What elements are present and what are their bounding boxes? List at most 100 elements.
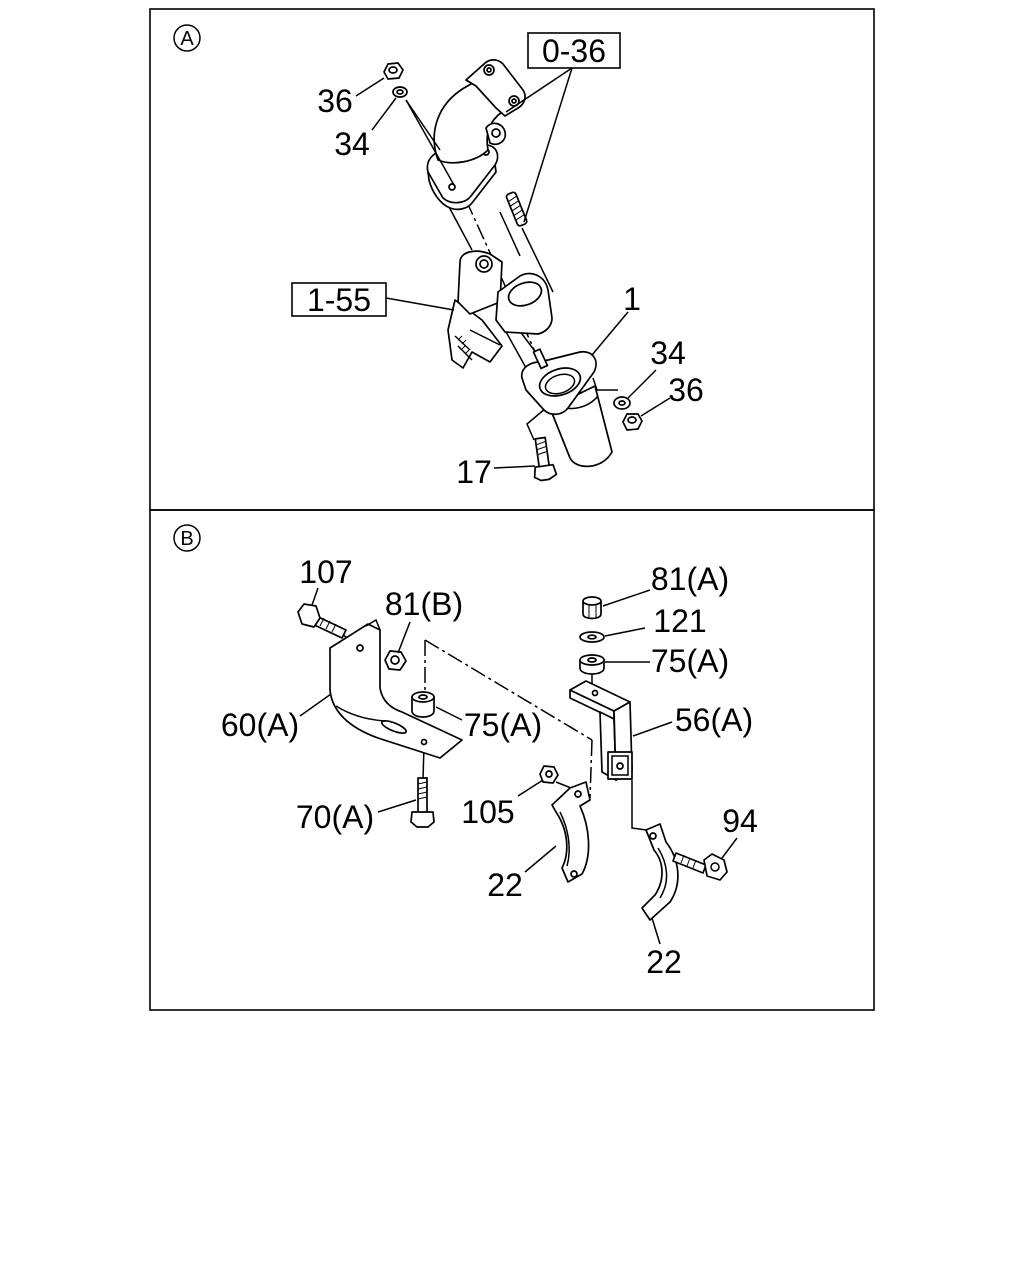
bracket-tab <box>365 618 381 631</box>
washer-upper <box>392 86 408 98</box>
bolt-17 <box>533 436 558 482</box>
panel-a-marker-letter: A <box>180 28 194 50</box>
leader-washer-lower <box>627 369 657 399</box>
bracket-block-hole <box>616 762 624 770</box>
leader-ref-upper <box>505 67 573 113</box>
leader-bolt <box>493 465 536 469</box>
panel-b-frame <box>149 509 875 1011</box>
bracket-hole <box>420 738 428 746</box>
leader-nut-clamp <box>517 779 544 797</box>
assembly-line <box>631 780 647 831</box>
leader-nut-right <box>602 589 651 607</box>
rubber-right <box>579 654 605 675</box>
nut-bore <box>388 66 398 74</box>
clamp-strap <box>641 823 679 921</box>
panel-a-marker: A <box>173 24 201 52</box>
bracket-fold-line <box>335 705 387 722</box>
washer-right <box>579 631 605 643</box>
pipe-inner <box>544 373 576 395</box>
callout-nut-left: 81(B) <box>385 586 463 622</box>
leader-flange-pipe <box>591 311 629 356</box>
leader-rubber-left <box>435 706 463 721</box>
assembly-line <box>592 377 618 391</box>
leader-washer-upper <box>371 97 397 131</box>
leader-washer-upper-branch <box>405 99 455 186</box>
washer-lower <box>613 396 631 410</box>
flange-pipe <box>520 348 613 468</box>
nut-lower <box>622 413 643 431</box>
flange-stud <box>532 348 549 370</box>
clamp-hole <box>574 790 582 798</box>
panel-b-marker-circle <box>173 524 201 552</box>
panel-a: A <box>149 8 875 511</box>
assembly-line <box>521 227 554 293</box>
leader-clamp-left <box>524 845 557 873</box>
leader-nut-lower <box>640 397 671 417</box>
washer-hole <box>396 89 404 95</box>
washer-hole <box>587 634 597 640</box>
panel-b-marker: B <box>173 524 201 552</box>
panel-b-marker-letter: B <box>180 528 193 550</box>
bracket-right <box>569 680 633 781</box>
clamp-hole <box>649 832 657 840</box>
nut-top <box>582 596 602 606</box>
assembly-line <box>499 211 521 257</box>
callout-nut-upper: 36 <box>317 83 353 119</box>
leader-washer-upper-branch <box>405 99 441 151</box>
bracket-left <box>329 618 463 759</box>
bracket-slot <box>381 720 407 734</box>
ref-box-frame <box>291 282 387 317</box>
callout-bolt-lower-left: 70(A) <box>296 799 374 835</box>
panel-b-leader-lines <box>299 587 738 945</box>
actuator-cap-center <box>479 259 489 269</box>
callout-nut-right: 81(A) <box>651 561 729 597</box>
rubber-hole <box>418 694 428 700</box>
nut-upper <box>383 62 404 80</box>
leader-bolt-clamp <box>721 837 738 859</box>
nut-right <box>582 596 602 620</box>
leader-clamp-right <box>651 917 661 945</box>
rubber-hole <box>587 657 597 663</box>
clamp-edge <box>657 847 668 899</box>
panel-a-marker-circle <box>173 24 201 52</box>
callout-rubber-right: 75(A) <box>651 643 729 679</box>
leader-bolt-lower-left <box>377 799 417 813</box>
valve-bore <box>507 281 543 307</box>
bolt-head <box>533 463 558 482</box>
callout-washer-lower: 34 <box>650 335 686 371</box>
flange-bolt-hole <box>448 183 456 191</box>
bracket-block-inner <box>611 755 629 776</box>
bolt-upper-left <box>297 603 347 639</box>
rubber-left <box>411 691 435 718</box>
stud-shank <box>505 191 528 227</box>
nut-bore <box>545 770 553 778</box>
clamp-right <box>641 823 679 921</box>
assembly-line <box>526 407 547 441</box>
callout-flange-pipe: 1 <box>623 281 641 317</box>
panel-a-assembly-lines <box>447 199 618 441</box>
ref-label-upper: 0-36 <box>542 33 606 69</box>
leader-washer-right <box>604 627 646 637</box>
panel-a-leader-lines <box>355 67 671 469</box>
leader-ref-left <box>385 297 455 311</box>
washer-hole <box>618 400 626 406</box>
callout-bracket-right: 56(A) <box>675 702 753 738</box>
ref-box-frame <box>527 32 621 69</box>
leader-bracket-right <box>632 721 673 737</box>
leader-bracket-left <box>299 693 332 717</box>
upper-flange-hole <box>511 98 517 104</box>
clamp-left <box>551 781 591 883</box>
nut-left <box>384 650 407 671</box>
nut-bore <box>390 655 400 665</box>
ref-label-left: 1-55 <box>307 282 371 318</box>
bolt-lower-left <box>410 777 435 828</box>
leader-bolt-upper-left <box>311 587 319 606</box>
callout-bolt-clamp: 94 <box>722 803 758 839</box>
bolt-head <box>410 811 435 828</box>
center-line <box>424 639 593 741</box>
elbow-boss-hole <box>491 128 501 138</box>
callout-bolt-upper-left: 107 <box>299 554 352 590</box>
bolt-head-face <box>710 862 720 872</box>
callout-rubber-left: 75(A) <box>464 707 542 743</box>
